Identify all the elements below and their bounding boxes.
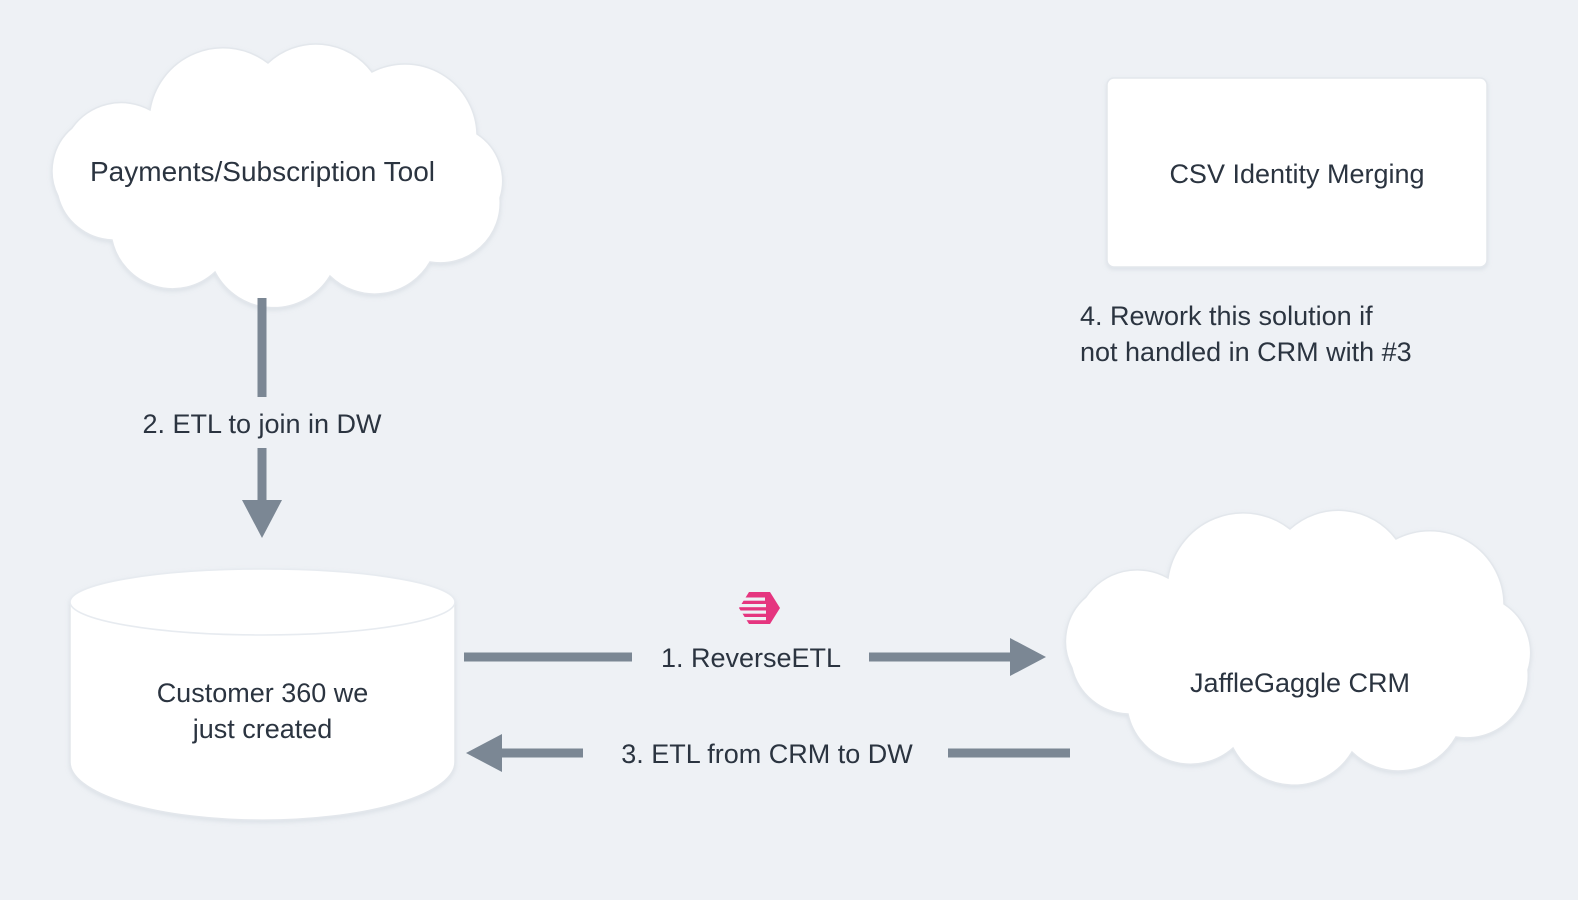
hightouch-logo-icon	[733, 592, 780, 624]
node-data-warehouse-shape	[69, 568, 456, 821]
edge-reverse-etl-label: 1. ReverseETL	[660, 643, 842, 673]
edge-etl-to-dw-label: 2. ETL to join in DW	[142, 409, 382, 439]
node-payments-tool-shape	[51, 43, 504, 309]
edge-reverse-etl-connector	[464, 638, 1046, 676]
edge-etl-from-crm-label: 3. ETL from CRM to DW	[621, 739, 913, 769]
edge-etl-to-dw-connector	[242, 298, 282, 538]
node-csv-identity-merging-shape	[1106, 77, 1488, 268]
edge-etl-from-crm-connector	[466, 734, 1070, 772]
annotation-rework-note: 4. Rework this solution if not handled i…	[1080, 301, 1412, 368]
node-crm-shape	[1064, 509, 1532, 786]
